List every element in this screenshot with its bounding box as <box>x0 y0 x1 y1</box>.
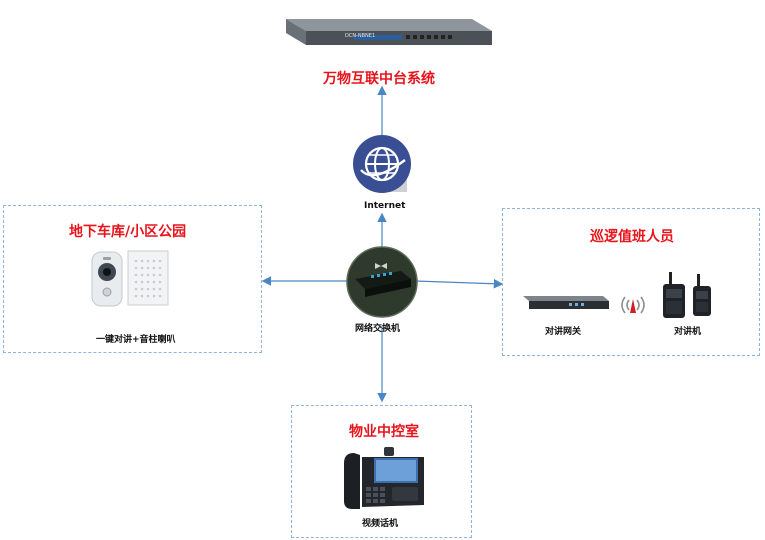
control-room-title: 物业中控室 <box>349 424 419 440</box>
garage-title: 地下车库/小区公园 <box>69 224 187 240</box>
wireless-signal-icon <box>621 296 645 314</box>
control-room-group <box>291 405 472 538</box>
garage-caption: 一键对讲+音柱喇叭 <box>96 335 176 345</box>
garage-group <box>3 205 262 353</box>
radio-caption: 对讲机 <box>674 327 702 337</box>
video-phone-icon <box>344 447 424 509</box>
walkie-talkie-icon <box>663 272 711 318</box>
patrol-group <box>502 208 760 356</box>
globe-icon <box>353 135 411 193</box>
gateway-caption: 对讲网关 <box>545 327 582 337</box>
server-rack-icon <box>286 19 492 45</box>
server-device-text: DCN-NBNE1 <box>345 33 376 39</box>
gateway-icon <box>523 296 609 309</box>
speaker-column-icon <box>127 250 169 306</box>
patrol-title: 巡逻值班人员 <box>590 229 674 245</box>
platform-title: 万物互联中台系统 <box>323 71 435 87</box>
internet-label: Internet <box>364 201 406 211</box>
phone-caption: 视频话机 <box>362 519 399 529</box>
intercom-icon <box>91 251 123 307</box>
switch-label: 网络交换机 <box>355 324 401 334</box>
network-switch-icon <box>346 246 418 318</box>
line-to-patrol <box>414 278 504 289</box>
